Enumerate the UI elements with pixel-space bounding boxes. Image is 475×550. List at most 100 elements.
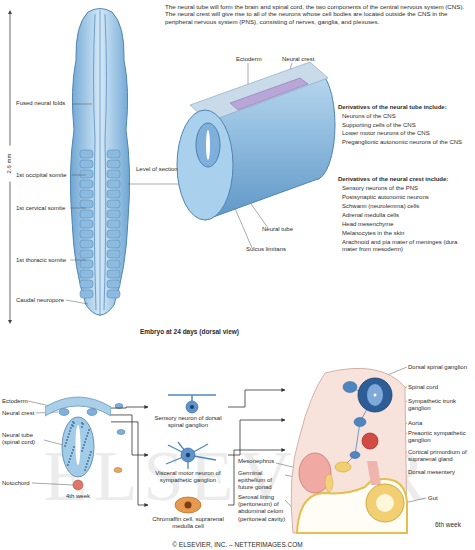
somite xyxy=(107,200,120,208)
part-label: Neural crest xyxy=(2,410,42,417)
part-label: Notochord xyxy=(2,480,42,487)
neural-tube-shape xyxy=(62,417,94,477)
somite xyxy=(80,230,93,238)
somite xyxy=(80,220,93,228)
nerve-fiber xyxy=(355,422,360,455)
list-item: Sensory neurons of the PNS xyxy=(342,185,470,192)
node-shape xyxy=(148,494,228,516)
cell-dot xyxy=(71,424,73,426)
section-4th-week: 4th week xyxy=(45,385,111,500)
embryo-body xyxy=(70,9,129,316)
neural-crest-cells xyxy=(87,409,97,416)
somite xyxy=(80,170,93,178)
ganglion-shape xyxy=(354,418,366,427)
somite xyxy=(107,290,120,298)
motor-neuron: Visceral motor neuron of sympathetic gan… xyxy=(148,440,228,484)
aorta-shape xyxy=(362,433,378,449)
part-label: Dorsal mesentery xyxy=(408,469,472,476)
cell-dot xyxy=(84,469,86,471)
part-label: Caudal neuropore xyxy=(16,297,72,304)
cell-dot xyxy=(66,439,68,441)
cell-dot xyxy=(88,429,90,431)
cell-dot xyxy=(82,447,84,449)
somite xyxy=(80,280,93,288)
suprarenal-primordium xyxy=(335,462,351,472)
neural-canal xyxy=(206,130,210,160)
somite xyxy=(107,240,120,248)
cell-dot xyxy=(85,438,87,440)
somite xyxy=(107,250,120,258)
part-label: Preaortic sympathetic ganglion xyxy=(408,430,472,444)
list-item: Preganglionic autonomic neurons of the C… xyxy=(342,139,470,146)
cell-dot xyxy=(87,432,89,434)
leader-line xyxy=(28,401,50,406)
node-label: 6th week xyxy=(435,521,461,529)
node-label: 4th week xyxy=(45,493,111,500)
part-label: Germinal epithelium of future gonad xyxy=(238,470,286,492)
part-label: Ectoderm xyxy=(236,56,276,63)
neural-fold xyxy=(104,14,107,310)
part-label: 1st cervical somite xyxy=(16,205,72,212)
connector-arrow xyxy=(228,390,285,407)
neural-tube-section xyxy=(196,123,220,167)
list-item: Postsynaptic autonomic neurons xyxy=(342,194,470,201)
somite xyxy=(80,250,93,258)
somite xyxy=(107,270,120,278)
cell-dot xyxy=(67,436,69,438)
cell-dot xyxy=(81,450,83,452)
cell-dot xyxy=(81,422,83,424)
list-item: Neurons of the CNS xyxy=(342,113,470,120)
section-face xyxy=(177,110,233,220)
somite xyxy=(107,170,120,178)
part-label: Mesonephros xyxy=(238,458,286,465)
part-label: Dorsal spinal ganglion xyxy=(408,364,472,371)
neural-canal xyxy=(76,425,81,465)
node-label: Chromaffin cell, suprarenal medulla cell xyxy=(148,516,228,530)
somite xyxy=(80,150,93,158)
level-line xyxy=(128,184,180,185)
part-label: Neural tube (spinal cord) xyxy=(2,432,44,446)
cell-dot xyxy=(82,423,84,425)
list-item: Lower motor neurons of the CNS xyxy=(342,130,470,137)
intro-note: The neural tube will form the brain and … xyxy=(165,3,470,25)
section-6th-week: 6th week xyxy=(285,365,425,535)
part-label: Spinal cord xyxy=(408,384,472,391)
gonad-ridge xyxy=(325,474,333,492)
node-label: Visceral motor neuron of sympathetic gan… xyxy=(148,470,228,484)
cell-dot xyxy=(86,435,88,437)
part-label: Neural tube xyxy=(262,226,312,233)
neural-fold xyxy=(94,14,97,310)
part-label: Serosal lining (peritoneum) of abdominal… xyxy=(238,494,286,523)
gut-shape xyxy=(366,484,404,522)
connector-arrow xyxy=(111,407,148,408)
gut-lumen xyxy=(376,494,394,512)
migrating-cell xyxy=(114,468,122,473)
list-item: Melanocytes in the skin xyxy=(342,230,470,237)
chromaffin-cell: Chromaffin cell, suprarenal medulla cell xyxy=(148,494,228,530)
somite xyxy=(107,190,120,198)
part-label: Gut xyxy=(428,495,468,502)
ganglion-shape xyxy=(350,452,360,459)
cell-dot xyxy=(89,454,91,456)
neural-groove xyxy=(100,10,101,316)
node-shape xyxy=(285,365,425,535)
ectoderm-band xyxy=(45,397,111,416)
cell-dot xyxy=(81,426,83,428)
cell-dot xyxy=(72,449,74,451)
somite xyxy=(107,260,120,268)
cell-dot xyxy=(68,433,70,435)
cell-dot xyxy=(86,463,88,465)
cell-dot xyxy=(83,444,85,446)
sensory-neuron: Sensory neuron of dorsal spinal ganglion xyxy=(148,387,228,429)
nucleus xyxy=(190,405,194,409)
somite xyxy=(80,160,93,168)
leader-line xyxy=(70,208,86,209)
somite xyxy=(80,240,93,248)
neuron-body xyxy=(186,401,198,413)
somite xyxy=(107,150,120,158)
leader-line xyxy=(72,175,86,176)
central-canal xyxy=(374,394,377,397)
somite xyxy=(107,230,120,238)
leader-line xyxy=(72,104,92,105)
part-label: Level of section xyxy=(136,166,178,173)
